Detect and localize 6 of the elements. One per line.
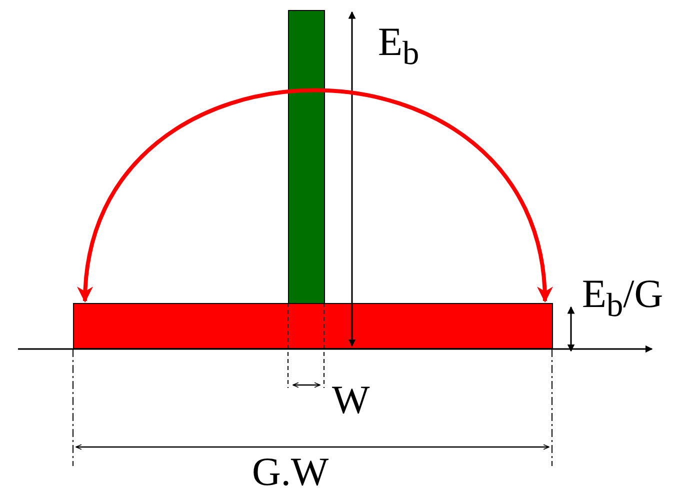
barrier-bar (288, 10, 325, 304)
width-label: G.W (252, 450, 329, 494)
energy-label: E$_{b}$/G (582, 272, 664, 326)
energy-label: E$_{b}$ (378, 20, 420, 74)
spread-bar (73, 303, 553, 349)
width-label: W (332, 378, 370, 422)
